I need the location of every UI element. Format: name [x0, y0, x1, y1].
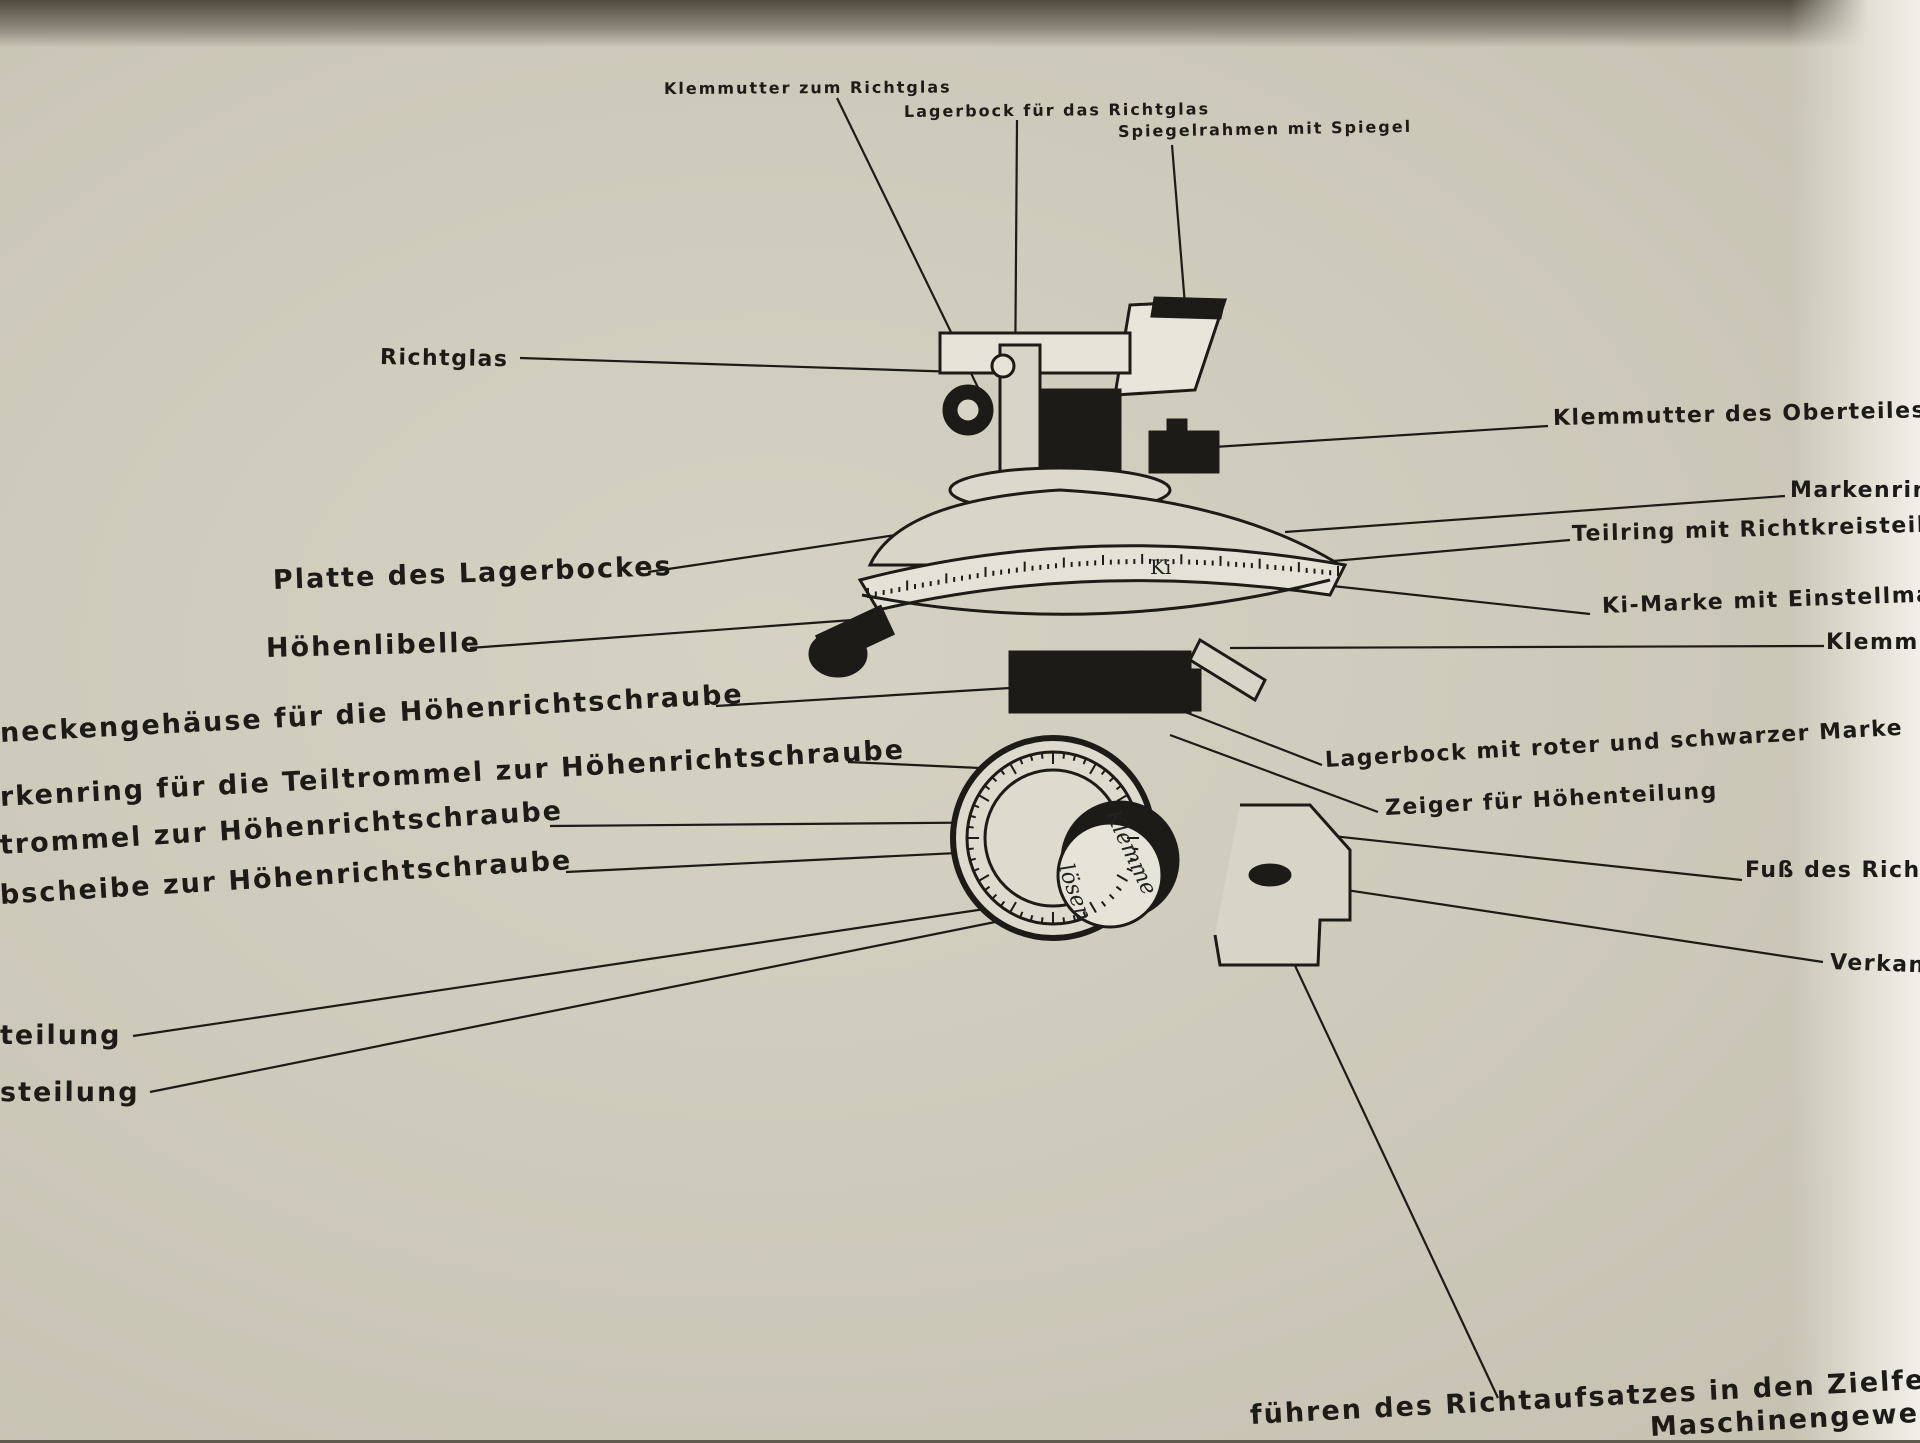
dial-tick — [1100, 900, 1107, 907]
leader-verkant — [1279, 878, 1824, 964]
leader-teilung1 — [132, 904, 1006, 1038]
leader-richtglas — [519, 356, 961, 374]
dial-tick — [1100, 769, 1107, 776]
clamp-nut — [1148, 430, 1220, 474]
dial-tick — [1019, 758, 1024, 765]
base-dome — [867, 488, 1346, 567]
dial-tick — [1009, 763, 1017, 775]
dial-tick — [1115, 784, 1122, 791]
dial-tick — [1115, 885, 1122, 892]
leader-teilring — [1321, 538, 1571, 564]
dial-tick — [999, 769, 1006, 776]
dial-tick — [1072, 915, 1077, 922]
dial-tick — [1126, 804, 1133, 809]
leader-schneckengehaeuse — [715, 686, 1011, 708]
ring-lower-edge — [861, 578, 1331, 616]
dial-tick — [1082, 911, 1087, 918]
dial-tick — [1040, 917, 1044, 924]
dial-tick — [1108, 893, 1115, 900]
dial-tick — [978, 874, 990, 882]
dial-tick — [1009, 901, 1017, 913]
dial-tick — [1062, 917, 1066, 924]
clamp-lever — [1188, 637, 1267, 703]
leader-zeiger — [1169, 733, 1379, 814]
dial-tick — [1116, 794, 1128, 802]
leader-lagerbock-marke — [1179, 708, 1323, 767]
leader-spiegelrahmen — [1170, 144, 1187, 306]
dial-tick — [1126, 867, 1133, 872]
dial-tick — [1029, 915, 1034, 922]
label-teilung-2: steilung — [0, 1077, 140, 1108]
dial-tick — [991, 776, 998, 783]
leader-hoehenlibelle — [469, 616, 881, 650]
dial-tick — [1019, 911, 1024, 918]
dial-tick — [1089, 763, 1097, 775]
dial-tick — [969, 857, 976, 862]
dial-tick — [1062, 752, 1066, 759]
leader-bottom — [1289, 954, 1499, 1399]
ring-ki-text: Ki — [1150, 555, 1172, 579]
bearing-screw — [990, 353, 1016, 379]
label-klemm: Klemmb — [1826, 630, 1920, 655]
dial-tick — [1072, 754, 1077, 761]
dial-tick — [991, 893, 998, 900]
page-top-shadow — [0, 0, 1920, 48]
leader-markenring-teiltrommel — [847, 760, 981, 770]
ring-ticks — [867, 553, 1339, 598]
graduated-ring — [857, 544, 1348, 612]
leader-markenring — [1284, 494, 1786, 534]
dial-tick — [1132, 847, 1139, 851]
leader-klemm — [1229, 644, 1825, 650]
dial-tick — [1089, 901, 1097, 913]
dial-tick — [1130, 814, 1137, 819]
label-fuss: Fuß des Rich — [1745, 858, 1920, 883]
bearing-block-dark — [1028, 388, 1122, 477]
leader-teilung2 — [149, 918, 1006, 1094]
dial-tick — [967, 847, 974, 851]
dial-ticks — [967, 752, 1139, 924]
dial-tick — [973, 867, 980, 872]
dial-tick — [1082, 758, 1087, 765]
instrument-drawing — [808, 296, 1352, 967]
dial-tick — [1132, 825, 1139, 829]
dial-tick — [1029, 754, 1034, 761]
sight-foot — [1213, 803, 1352, 967]
leader-fuss — [1294, 830, 1743, 882]
dial-tick — [1040, 752, 1044, 759]
leader-klemmutter-oberteil — [1197, 424, 1549, 450]
dial-tick — [969, 814, 976, 819]
label-markenring: Markenring — [1790, 478, 1920, 503]
dial-tick — [973, 804, 980, 809]
label-klemmutter-richtglas: Klemmutter zum Richtglas — [663, 77, 952, 98]
dial-tick — [984, 885, 991, 892]
page-right-edge — [1790, 0, 1920, 1440]
dial-tick — [1108, 776, 1115, 783]
mirror-top — [1150, 296, 1226, 320]
dial-tick — [1130, 857, 1137, 862]
dial-tick — [967, 825, 974, 829]
dial-tick — [978, 794, 990, 802]
dial-tick — [999, 900, 1006, 907]
label-verkant: Verkan — [1829, 950, 1920, 979]
dial-tick — [1116, 874, 1128, 882]
label-richtglas: Richtglas — [379, 345, 509, 373]
dial-tick — [984, 784, 991, 791]
label-lagerbock-richtglas: Lagerbock für das Richtglas — [903, 99, 1211, 121]
label-teilung-1: teilung — [0, 1020, 122, 1051]
label-hoehenlibelle: Höhenlibelle — [265, 627, 482, 664]
